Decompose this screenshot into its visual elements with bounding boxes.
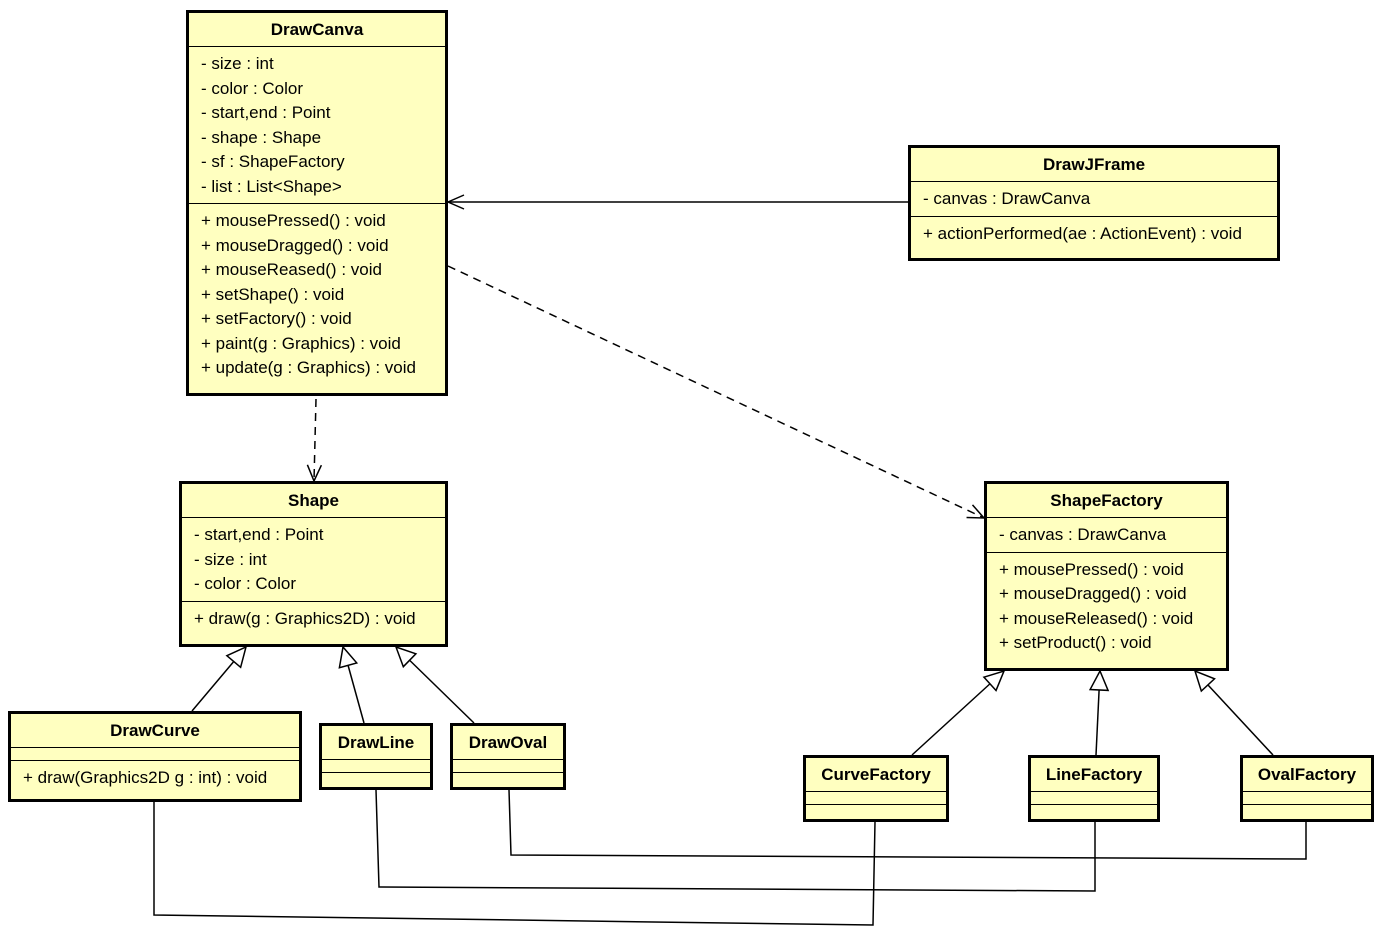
association-drawoval-ovalfactory (508, 789, 1307, 860)
generalization-drawoval-shape (396, 647, 475, 724)
attributes-compartment: - size : int - color : Color - start,end :… (189, 47, 445, 204)
methods-compartment (322, 773, 430, 785)
class-name: ShapeFactory (987, 484, 1226, 518)
class-ovalfactory[interactable]: OvalFactory (1240, 755, 1374, 822)
methods-compartment (453, 773, 563, 785)
class-drawoval[interactable]: DrawOval (450, 723, 566, 790)
attributes-compartment (453, 760, 563, 773)
method: + mouseDragged() : void (201, 235, 389, 255)
attribute: - canvas : DrawCanva (999, 525, 1167, 544)
class-name: DrawOval (453, 726, 563, 760)
class-drawcanva[interactable]: DrawCanva - size : int - color : Color - st… (186, 10, 448, 396)
method: + mousePressed() : void (999, 559, 1184, 579)
attributes-compartment: - canvas : DrawCanva (987, 518, 1226, 553)
attribute: - color : Color (194, 574, 297, 593)
class-drawjframe[interactable]: DrawJFrame - canvas : DrawCanva + actionPe… (908, 145, 1280, 261)
attribute: - color : Color (201, 78, 304, 98)
attribute: - shape : Shape (201, 127, 322, 147)
method: + mouseDragged() : void (999, 584, 1187, 603)
class-curvefactory[interactable]: CurveFactory (803, 755, 949, 822)
attribute: - size : int (201, 54, 274, 73)
class-name: DrawJFrame (911, 148, 1277, 182)
attribute: - size : int (194, 549, 267, 569)
method: + mouseReleased() : void (999, 608, 1194, 628)
method: + update(g : Graphics) : void (201, 358, 416, 377)
association-drawline-linefactory (375, 789, 1096, 892)
method: + mousePressed() : void (201, 211, 386, 230)
class-name: DrawLine (322, 726, 430, 760)
dependency-drawcanva-shapefactory (447, 265, 984, 518)
attributes-compartment: - start,end : Point - size : int - color :… (182, 518, 445, 602)
class-name: CurveFactory (806, 758, 946, 792)
method: + actionPerformed(ae : ActionEvent) : vo… (923, 223, 1242, 243)
attributes-compartment: - canvas : DrawCanva (911, 182, 1277, 217)
attribute: - start,end : Point (201, 103, 331, 122)
class-name: Shape (182, 484, 445, 518)
class-shapefactory[interactable]: ShapeFactory - canvas : DrawCanva + mouseP… (984, 481, 1229, 671)
generalization-drawline-shape (343, 647, 365, 724)
class-drawline[interactable]: DrawLine (319, 723, 433, 790)
attributes-compartment (322, 760, 430, 773)
method: + draw(Graphics2D g : int) : void (23, 768, 268, 787)
attributes-compartment (1031, 792, 1157, 805)
attributes-compartment (1243, 792, 1371, 805)
methods-compartment (1243, 805, 1371, 817)
methods-compartment (806, 805, 946, 817)
class-drawcurve[interactable]: DrawCurve + draw(Graphics2D g : int) : vo… (8, 711, 302, 802)
attribute: - list : List<Shape> (201, 176, 342, 196)
class-linefactory[interactable]: LineFactory (1028, 755, 1160, 822)
method: + mouseReased() : void (201, 260, 382, 279)
method: + paint(g : Graphics) : void (201, 333, 401, 353)
methods-compartment: + mousePressed() : void + mouseDragged() … (987, 553, 1226, 660)
association-drawcurve-curvefactory (153, 802, 876, 926)
methods-compartment: + actionPerformed(ae : ActionEvent) : vo… (911, 217, 1277, 251)
method: + draw(g : Graphics2D) : void (194, 608, 416, 628)
methods-compartment: + draw(Graphics2D g : int) : void (11, 761, 299, 795)
class-name: OvalFactory (1243, 758, 1371, 792)
attributes-compartment (806, 792, 946, 805)
generalization-ovalfactory-shapefactory (1195, 671, 1274, 756)
class-name: DrawCurve (11, 714, 299, 748)
generalization-linefactory-shapefactory (1096, 671, 1100, 756)
method: + setFactory() : void (201, 309, 352, 328)
class-shape[interactable]: Shape - start,end : Point - size : int - co… (179, 481, 448, 647)
methods-compartment (1031, 805, 1157, 817)
methods-compartment: + mousePressed() : void + mouseDragged() … (189, 204, 445, 385)
attribute: - canvas : DrawCanva (923, 189, 1091, 208)
class-name: LineFactory (1031, 758, 1157, 792)
attribute: - sf : ShapeFactory (201, 152, 345, 171)
method: + setShape() : void (201, 284, 345, 304)
class-name: DrawCanva (189, 13, 445, 47)
generalization-curvefactory-shapefactory (911, 671, 1004, 756)
attributes-compartment (11, 748, 299, 761)
generalization-drawcurve-shape (191, 647, 246, 712)
method: + setProduct() : void (999, 633, 1152, 652)
methods-compartment: + draw(g : Graphics2D) : void (182, 602, 445, 636)
dependency-drawcanva-shape (314, 398, 316, 481)
attribute: - start,end : Point (194, 525, 324, 544)
